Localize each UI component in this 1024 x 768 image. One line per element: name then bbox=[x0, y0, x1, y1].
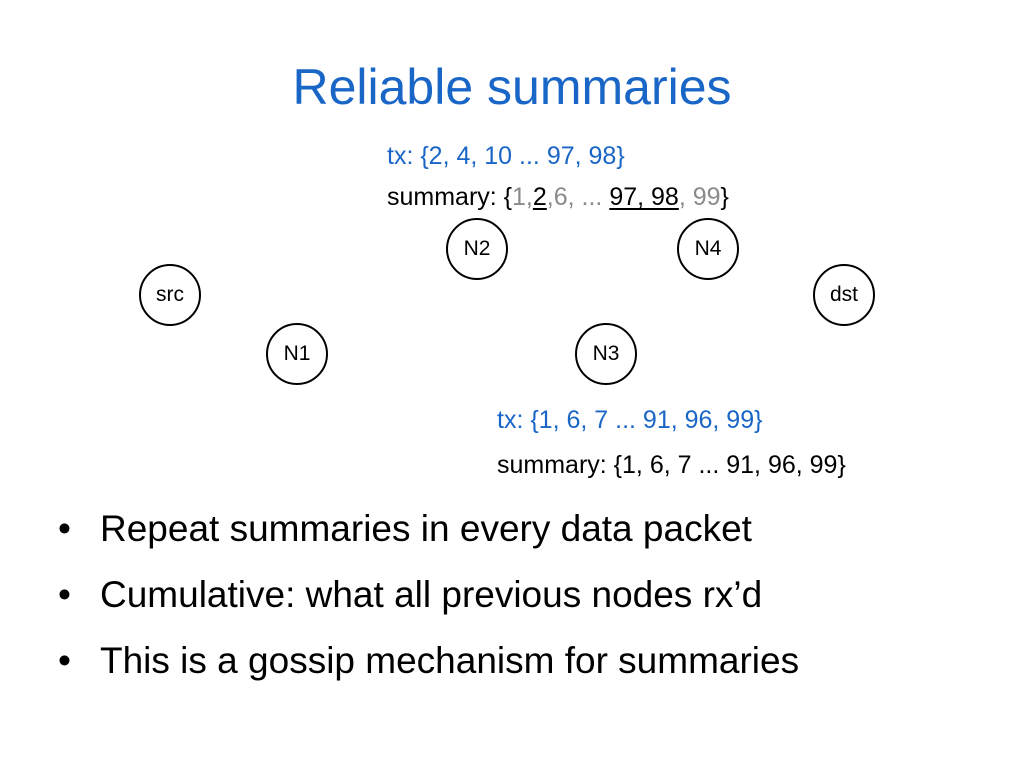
bullet-list: • Repeat summaries in every data packet •… bbox=[58, 510, 799, 708]
bullet-dot-icon: • bbox=[58, 574, 71, 615]
bullet-text: This is a gossip mechanism for summaries bbox=[100, 640, 800, 681]
top-tx-label: tx: {2, 4, 10 ... 97, 98} bbox=[387, 142, 625, 170]
node-n3: N3 bbox=[575, 323, 637, 385]
bullet-item: • Cumulative: what all previous nodes rx’… bbox=[58, 576, 799, 642]
summary-item-1: 1, bbox=[512, 183, 533, 211]
top-summary-label: summary: {1,2,6, ... 97, 98, 99} bbox=[387, 185, 729, 210]
node-n2: N2 bbox=[446, 218, 508, 280]
summary-item-2: 2 bbox=[532, 183, 547, 211]
summary-item-99: , 99 bbox=[678, 183, 721, 211]
summary-close: } bbox=[720, 183, 729, 211]
node-n1: N1 bbox=[266, 323, 328, 385]
summary-prefix: summary: { bbox=[387, 183, 513, 211]
bullet-item: • Repeat summaries in every data packet bbox=[58, 510, 799, 576]
bullet-text: Repeat summaries in every data packet bbox=[100, 508, 752, 549]
bottom-summary-label: summary: {1, 6, 7 ... 91, 96, 99} bbox=[497, 451, 846, 479]
bullet-item: • This is a gossip mechanism for summarie… bbox=[58, 642, 799, 708]
bottom-tx-label: tx: {1, 6, 7 ... 91, 96, 99} bbox=[497, 406, 763, 434]
bullet-dot-icon: • bbox=[58, 640, 71, 681]
summary-item-97-98: 97, 98 bbox=[609, 183, 679, 211]
node-n4: N4 bbox=[677, 218, 739, 280]
node-src: src bbox=[139, 264, 201, 326]
summary-ellipsis: ,6, ... bbox=[546, 183, 610, 211]
slide-title: Reliable summaries bbox=[292, 59, 732, 115]
bullet-text: Cumulative: what all previous nodes rx’d bbox=[100, 574, 763, 615]
node-dst: dst bbox=[813, 264, 875, 326]
bullet-dot-icon: • bbox=[58, 508, 71, 549]
